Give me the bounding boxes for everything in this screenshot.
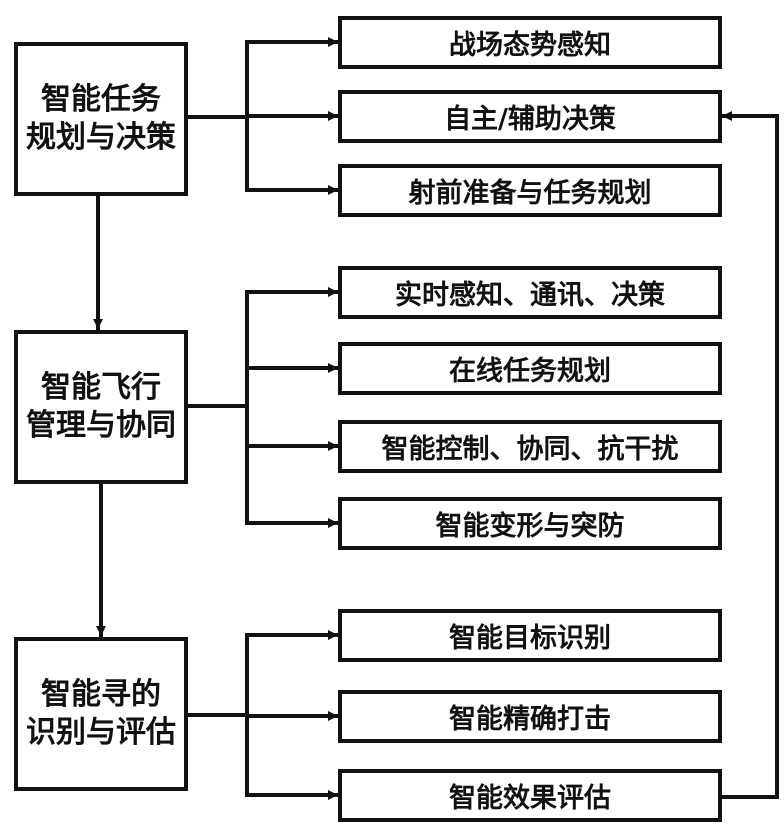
item-label: 射前准备与任务规划 (408, 178, 652, 209)
connectors (93, 37, 779, 800)
item-box: 智能控制、协同、抗干扰 (338, 420, 722, 473)
stage-label-line: 管理与协同 (26, 408, 176, 443)
stage-label-line: 识别与评估 (26, 715, 176, 750)
item-label: 自主/辅助决策 (444, 104, 616, 135)
item-box: 智能效果评估 (338, 769, 722, 822)
item-label: 智能目标识别 (449, 623, 611, 654)
item-label: 智能效果评估 (449, 783, 611, 814)
item-label: 战场态势感知 (449, 30, 611, 61)
item-label: 智能控制、协同、抗干扰 (381, 434, 679, 465)
item-box: 战场态势感知 (338, 16, 722, 69)
item-box: 智能变形与突防 (338, 497, 722, 550)
item-box: 智能目标识别 (338, 609, 722, 662)
stage-label-line: 规划与决策 (26, 120, 176, 155)
item-box: 实时感知、通讯、决策 (338, 266, 722, 319)
stage-label-line: 智能任务 (41, 82, 161, 117)
item-box: 智能精确打击 (338, 690, 722, 743)
stage-box-flight-management: 智能飞行管理与协同 (14, 330, 188, 484)
item-box: 自主/辅助决策 (338, 90, 722, 143)
item-box: 射前准备与任务规划 (338, 164, 722, 217)
item-box: 在线任务规划 (338, 342, 722, 395)
item-label: 智能精确打击 (449, 704, 611, 735)
item-label: 实时感知、通讯、决策 (395, 280, 665, 311)
stage-label-line: 智能寻的 (41, 677, 161, 712)
item-label: 在线任务规划 (449, 356, 611, 387)
stage-box-task-planning: 智能任务规划与决策 (14, 42, 188, 196)
item-label: 智能变形与突防 (435, 511, 625, 542)
stage-label-line: 智能飞行 (41, 370, 161, 405)
stage-box-seeker-assessment: 智能寻的识别与评估 (14, 637, 188, 791)
